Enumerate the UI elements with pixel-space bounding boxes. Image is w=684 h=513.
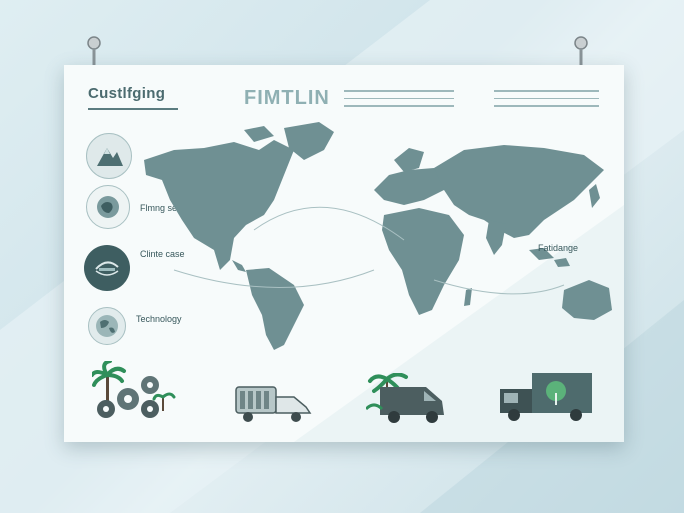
poster-heading: FIMTLIN	[244, 87, 330, 109]
side-label-3: Technology	[136, 314, 182, 324]
mountain-icon	[86, 133, 132, 179]
globe-leaf-icon	[84, 245, 130, 291]
world-map	[144, 122, 612, 350]
van-icon	[232, 383, 316, 430]
truck-tree-icon	[498, 371, 598, 428]
title-underline	[88, 108, 178, 110]
heading-lines	[344, 90, 454, 113]
side-label-1: Flmng seas	[140, 203, 187, 213]
poster: Custlfging FIMTLIN Flmng seas Clinte cas…	[64, 65, 624, 442]
globe-icon	[88, 307, 126, 345]
palm-gears-icon	[90, 359, 182, 428]
van-palm-icon	[364, 372, 452, 430]
map-label: Fatidange	[538, 243, 579, 253]
poster-title: Custlfging	[88, 85, 166, 102]
side-label-2: Clinte case	[140, 249, 185, 259]
globe-leaf-icon	[86, 185, 130, 229]
header-right-lines	[494, 90, 599, 113]
